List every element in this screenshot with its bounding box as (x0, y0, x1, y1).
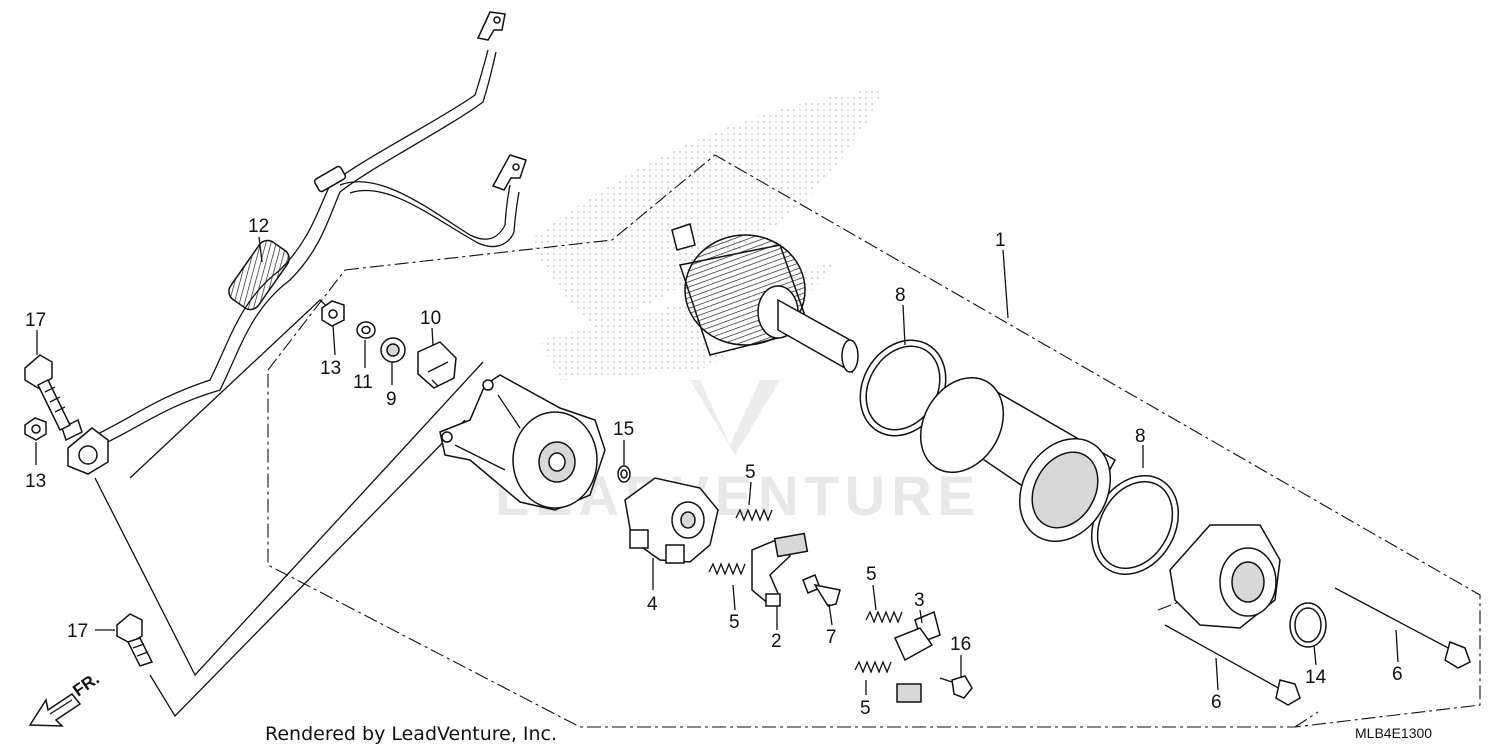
callout-5-lower: 5 (860, 698, 871, 719)
brush-3 (893, 610, 941, 703)
callout-13-upper: 13 (320, 358, 341, 379)
callout-9: 9 (386, 389, 397, 410)
callout-8-upper: 8 (895, 285, 906, 306)
motor-yoke (919, 376, 1117, 543)
through-bolt-6-left (1164, 624, 1301, 706)
brush-spring-right (865, 610, 903, 624)
rendered-by-credit: Rendered by LeadVenture, Inc. (265, 723, 557, 745)
rear-cover (1169, 524, 1281, 629)
front-cover-bracket (439, 374, 606, 511)
brush-spring-lower (854, 660, 892, 674)
callout-3: 3 (914, 590, 925, 611)
wire-harness (84, 11, 527, 449)
washer-11 (356, 321, 376, 339)
callout-5-mid: 5 (729, 612, 740, 633)
callout-15: 15 (613, 419, 634, 440)
callout-labels: 1 8 8 12 10 13 11 9 17 13 17 15 5 4 5 2 … (25, 216, 1403, 719)
callout-17-upper: 17 (25, 310, 46, 331)
callout-10: 10 (420, 308, 441, 329)
callout-8-lower: 8 (1135, 426, 1146, 447)
bolt-17-upper (24, 354, 72, 432)
callout-16: 16 (950, 634, 971, 655)
front-direction-label: FR. (69, 669, 102, 700)
o-ring-14 (1289, 602, 1327, 648)
callout-4: 4 (647, 594, 658, 615)
callout-7: 7 (826, 627, 837, 648)
callout-2: 2 (771, 631, 782, 652)
callout-5-upper: 5 (745, 462, 756, 483)
nut-13-left (24, 417, 47, 441)
diagram-code: MLB4E1300 (1355, 725, 1432, 741)
o-ring-15 (617, 465, 631, 483)
bolt-7 (802, 574, 841, 607)
armature (671, 223, 859, 374)
brush-set-2 (751, 532, 809, 607)
bolt-17-lower (116, 613, 154, 667)
nut-13-upper (321, 300, 345, 327)
o-ring-8-lower (1090, 474, 1180, 576)
callout-1: 1 (995, 230, 1006, 251)
callout-13-left: 13 (25, 471, 46, 492)
bushing-9 (380, 337, 406, 363)
callout-17-lower: 17 (67, 621, 88, 642)
screw-16 (939, 675, 973, 699)
callout-6-right: 6 (1392, 664, 1403, 685)
insulator-10 (417, 341, 457, 389)
brush-holder-4 (624, 477, 719, 564)
brush-spring-mid (708, 562, 746, 576)
callout-12: 12 (248, 216, 269, 237)
brush-spring-upper (735, 508, 773, 522)
cable-terminal (61, 418, 109, 475)
through-bolt-6-right (1334, 587, 1471, 669)
callout-5-right: 5 (866, 564, 877, 585)
callout-leaders (35, 236, 1399, 695)
front-direction-indicator: FR. (28, 669, 103, 727)
callout-14: 14 (1305, 667, 1327, 688)
o-ring-8-upper (859, 339, 947, 437)
callout-11: 11 (353, 372, 373, 393)
callout-6-left: 6 (1211, 692, 1222, 713)
